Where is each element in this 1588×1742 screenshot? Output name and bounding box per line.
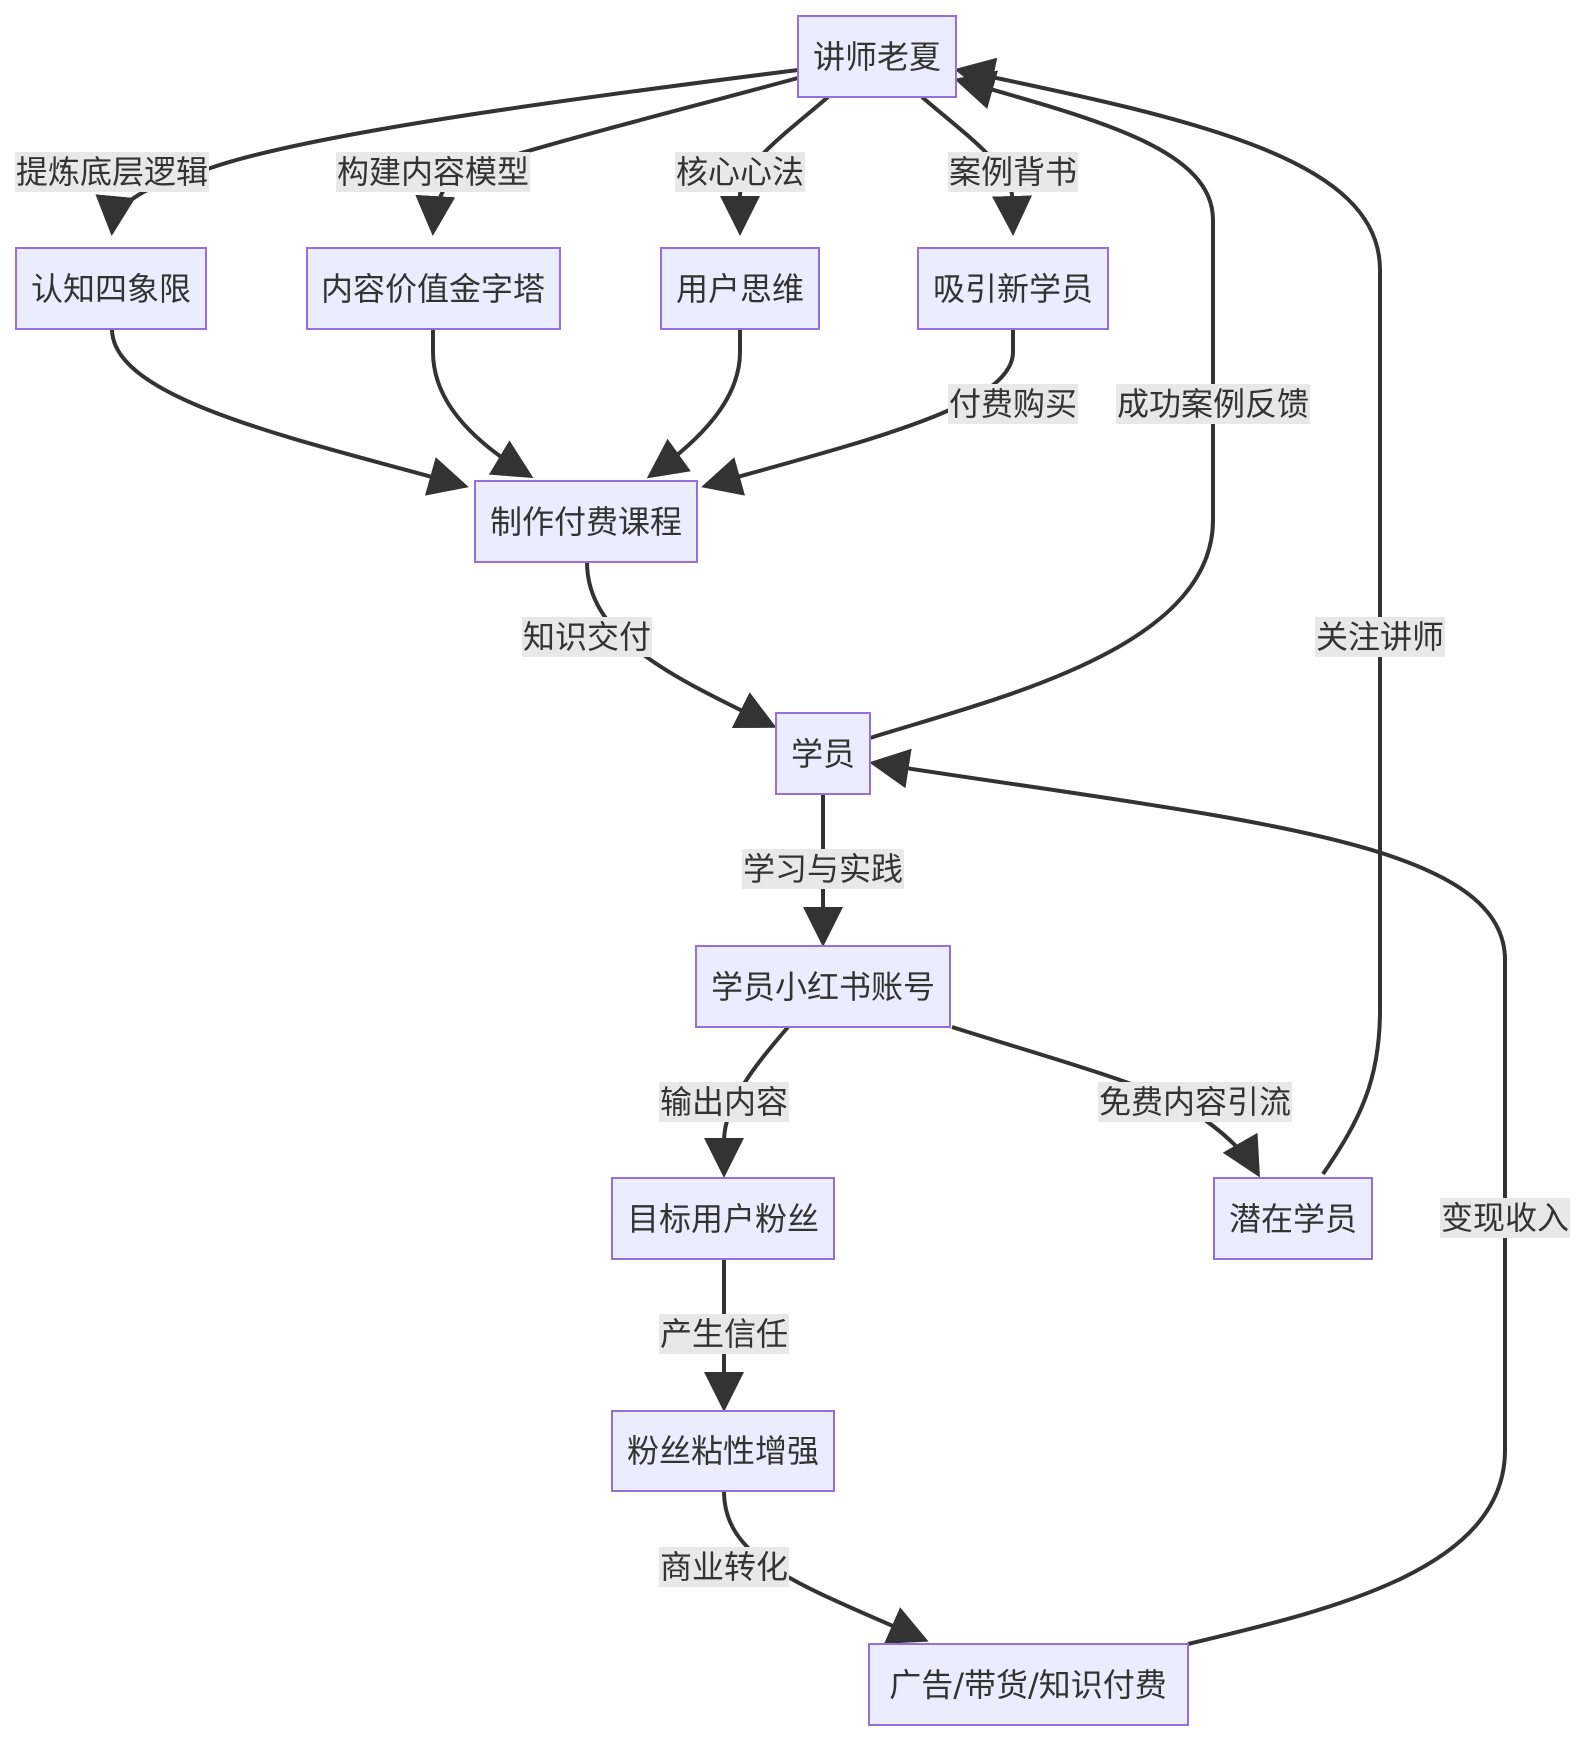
edge-label-output: 输出内容 <box>658 1082 790 1122</box>
svg-text:知识交付: 知识交付 <box>523 618 651 656</box>
edge-label-follow: 关注讲师 <box>1314 617 1446 657</box>
node-target-fans: 目标用户粉丝 <box>611 1177 835 1260</box>
edge-monetize-student <box>869 748 1507 1646</box>
edge-user-thinking-course <box>646 329 742 479</box>
node-attract-students: 吸引新学员 <box>917 247 1109 330</box>
edge-potential-teacher <box>954 57 1382 1176</box>
node-fan-stickiness: 粉丝粘性增强 <box>611 1410 835 1492</box>
svg-text:提炼底层逻辑: 提炼底层逻辑 <box>16 153 208 191</box>
node-student: 学员 <box>775 712 871 795</box>
edge-student-teacher <box>869 70 1215 740</box>
edge-teacher-pyramid <box>415 76 799 236</box>
edge-label-deliver: 知识交付 <box>521 617 653 657</box>
svg-text:付费购买: 付费购买 <box>949 385 1077 423</box>
edge-label-model: 构建内容模型 <box>335 152 531 192</box>
svg-text:讲师老夏: 讲师老夏 <box>813 38 941 76</box>
edge-label-convert: 商业转化 <box>658 1547 790 1587</box>
edge-label-traffic: 免费内容引流 <box>1097 1082 1293 1122</box>
edge-teacher-cognition <box>95 68 799 236</box>
node-cognition-quadrant: 认知四象限 <box>15 247 207 330</box>
edge-label-refine: 提炼底层逻辑 <box>14 152 210 192</box>
edge-label-core: 核心心法 <box>674 152 806 192</box>
edge-cognition-course <box>110 328 469 496</box>
node-content-pyramid: 内容价值金字塔 <box>306 247 561 330</box>
svg-text:用户思维: 用户思维 <box>676 270 804 308</box>
svg-text:变现收入: 变现收入 <box>1441 1199 1569 1237</box>
node-potential-students: 潜在学员 <box>1213 1177 1373 1260</box>
edge-pyramid-course <box>431 329 534 479</box>
edge-label-learn: 学习与实践 <box>741 849 905 889</box>
edge-label-revenue: 变现收入 <box>1439 1198 1571 1238</box>
edge-label-trust: 产生信任 <box>658 1314 790 1354</box>
svg-text:学习与实践: 学习与实践 <box>743 850 903 888</box>
svg-text:粉丝粘性增强: 粉丝粘性增强 <box>627 1432 819 1470</box>
svg-text:吸引新学员: 吸引新学员 <box>933 270 1093 308</box>
node-paid-course: 制作付费课程 <box>474 480 698 563</box>
edge-attract-course <box>701 329 1015 496</box>
svg-text:案例背书: 案例背书 <box>949 153 1077 191</box>
node-teacher: 讲师老夏 <box>797 15 957 98</box>
svg-text:目标用户粉丝: 目标用户粉丝 <box>627 1200 819 1238</box>
svg-text:输出内容: 输出内容 <box>660 1083 788 1121</box>
svg-text:内容价值金字塔: 内容价值金字塔 <box>321 270 545 308</box>
svg-text:学员小红书账号: 学员小红书账号 <box>711 968 935 1006</box>
svg-text:关注讲师: 关注讲师 <box>1316 618 1444 656</box>
edge-label-endorse: 案例背书 <box>947 152 1079 192</box>
svg-text:免费内容引流: 免费内容引流 <box>1099 1083 1291 1121</box>
svg-text:商业转化: 商业转化 <box>660 1548 788 1586</box>
node-student-xhs-account: 学员小红书账号 <box>695 945 951 1028</box>
svg-text:成功案例反馈: 成功案例反馈 <box>1117 385 1309 423</box>
svg-text:广告/带货/知识付费: 广告/带货/知识付费 <box>889 1666 1167 1704</box>
svg-text:产生信任: 产生信任 <box>660 1315 788 1353</box>
svg-text:核心心法: 核心心法 <box>676 153 804 191</box>
svg-text:构建内容模型: 构建内容模型 <box>337 153 529 191</box>
node-user-thinking: 用户思维 <box>660 247 820 330</box>
svg-text:制作付费课程: 制作付费课程 <box>490 503 682 541</box>
edge-label-feedback: 成功案例反馈 <box>1115 384 1311 424</box>
node-monetization: 广告/带货/知识付费 <box>868 1643 1189 1726</box>
svg-text:认知四象限: 认知四象限 <box>31 270 191 308</box>
svg-text:潜在学员: 潜在学员 <box>1229 1200 1357 1238</box>
edge-label-pay: 付费购买 <box>947 384 1079 424</box>
svg-text:学员: 学员 <box>791 735 855 773</box>
